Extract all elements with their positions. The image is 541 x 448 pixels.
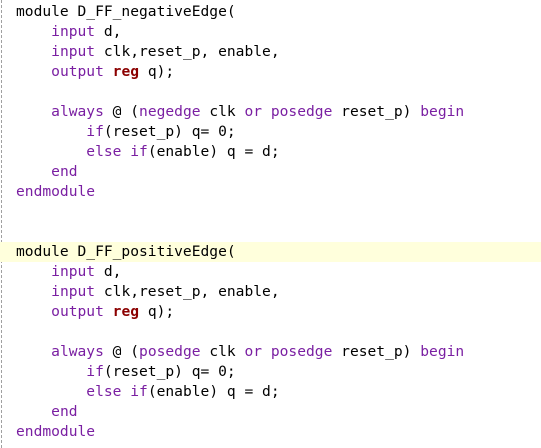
code-keyword: end — [51, 403, 78, 420]
code-keyword: input — [51, 283, 96, 300]
code-line[interactable]: if(reset_p) q= 0; — [16, 362, 541, 382]
code-keyword: if — [86, 363, 104, 380]
code-line[interactable]: output reg q); — [16, 302, 541, 322]
code-text — [16, 263, 51, 280]
code-line[interactable]: end — [16, 162, 541, 182]
code-text — [16, 403, 51, 420]
code-text: clk,reset_p, enable, — [95, 283, 280, 300]
code-text — [104, 63, 113, 80]
code-text — [16, 63, 51, 80]
code-text: reset_p) — [332, 343, 421, 360]
code-keyword: if — [130, 143, 148, 160]
code-line[interactable]: module D_FF_negativeEdge( — [16, 2, 541, 22]
code-keyword: begin — [420, 343, 465, 360]
code-text — [16, 303, 51, 320]
code-text — [16, 363, 86, 380]
code-line[interactable]: ​ — [16, 82, 541, 102]
code-keyword: output — [51, 303, 104, 320]
code-line[interactable]: endmodule — [16, 422, 541, 442]
code-keyword: posedge — [270, 343, 333, 360]
code-text — [16, 163, 51, 180]
code-keyword: or — [244, 103, 263, 120]
code-text: (enable) q = d; — [147, 383, 280, 400]
code-keyword: always — [51, 343, 104, 360]
code-text: @ ( — [103, 343, 140, 360]
code-text — [16, 23, 51, 40]
code-text — [16, 283, 51, 300]
code-line[interactable]: always @ (negedge clk or posedge reset_p… — [16, 102, 541, 122]
gutter-guide-line — [1, 0, 2, 448]
code-line[interactable]: input d, — [16, 262, 541, 282]
code-line[interactable]: endmodule — [16, 182, 541, 202]
code-text: (reset_p) q= 0; — [103, 123, 236, 140]
code-text — [16, 143, 86, 160]
code-text — [262, 103, 271, 120]
code-keyword: reg — [112, 303, 140, 320]
code-keyword: endmodule — [16, 183, 96, 200]
code-text — [16, 123, 86, 140]
code-text: (enable) q = d; — [147, 143, 280, 160]
code-text: module D_FF_positiveEdge( — [16, 243, 236, 260]
code-line-current[interactable]: module D_FF_positiveEdge( — [0, 242, 541, 262]
code-text: clk — [200, 103, 245, 120]
code-keyword: begin — [420, 103, 465, 120]
code-text — [262, 343, 271, 360]
code-line[interactable]: always @ (posedge clk or posedge reset_p… — [16, 342, 541, 362]
code-text: (reset_p) q= 0; — [103, 363, 236, 380]
code-keyword: input — [51, 263, 96, 280]
code-keyword: output — [51, 63, 104, 80]
code-line[interactable]: input d, — [16, 22, 541, 42]
code-text — [121, 383, 130, 400]
code-text: q); — [139, 63, 175, 80]
code-text — [16, 343, 51, 360]
code-line[interactable]: end — [16, 402, 541, 422]
code-text: clk — [200, 343, 245, 360]
code-line[interactable]: output reg q); — [16, 62, 541, 82]
code-keyword: or — [244, 343, 263, 360]
code-text: clk,reset_p, enable, — [95, 43, 280, 60]
code-keyword: posedge — [270, 103, 333, 120]
code-text — [16, 383, 86, 400]
code-text — [121, 143, 130, 160]
code-keyword: input — [51, 23, 96, 40]
code-text — [104, 303, 113, 320]
code-line[interactable]: ​ — [16, 202, 541, 222]
code-text: d, — [95, 263, 122, 280]
code-text: d, — [95, 23, 122, 40]
code-text — [16, 103, 51, 120]
code-keyword: reg — [112, 63, 140, 80]
code-keyword: posedge — [139, 343, 201, 360]
code-keyword: negedge — [139, 103, 201, 120]
code-line[interactable]: ​ — [16, 322, 541, 342]
code-text: q); — [139, 303, 175, 320]
code-line[interactable]: else if(enable) q = d; — [16, 382, 541, 402]
code-keyword: always — [51, 103, 104, 120]
code-keyword: if — [86, 123, 104, 140]
code-line[interactable]: input clk,reset_p, enable, — [16, 282, 541, 302]
code-line[interactable]: input clk,reset_p, enable, — [16, 42, 541, 62]
code-keyword: end — [51, 163, 78, 180]
code-keyword: endmodule — [16, 423, 96, 440]
code-keyword: if — [130, 383, 148, 400]
code-text — [16, 43, 51, 60]
code-text: module D_FF_negativeEdge( — [16, 3, 236, 20]
code-text: reset_p) — [332, 103, 421, 120]
code-text: @ ( — [103, 103, 140, 120]
code-keyword: else — [86, 143, 122, 160]
code-keyword: input — [51, 43, 96, 60]
code-line[interactable]: if(reset_p) q= 0; — [16, 122, 541, 142]
code-line[interactable]: ​ — [16, 222, 541, 242]
code-line[interactable]: else if(enable) q = d; — [16, 142, 541, 162]
code-keyword: else — [86, 383, 122, 400]
